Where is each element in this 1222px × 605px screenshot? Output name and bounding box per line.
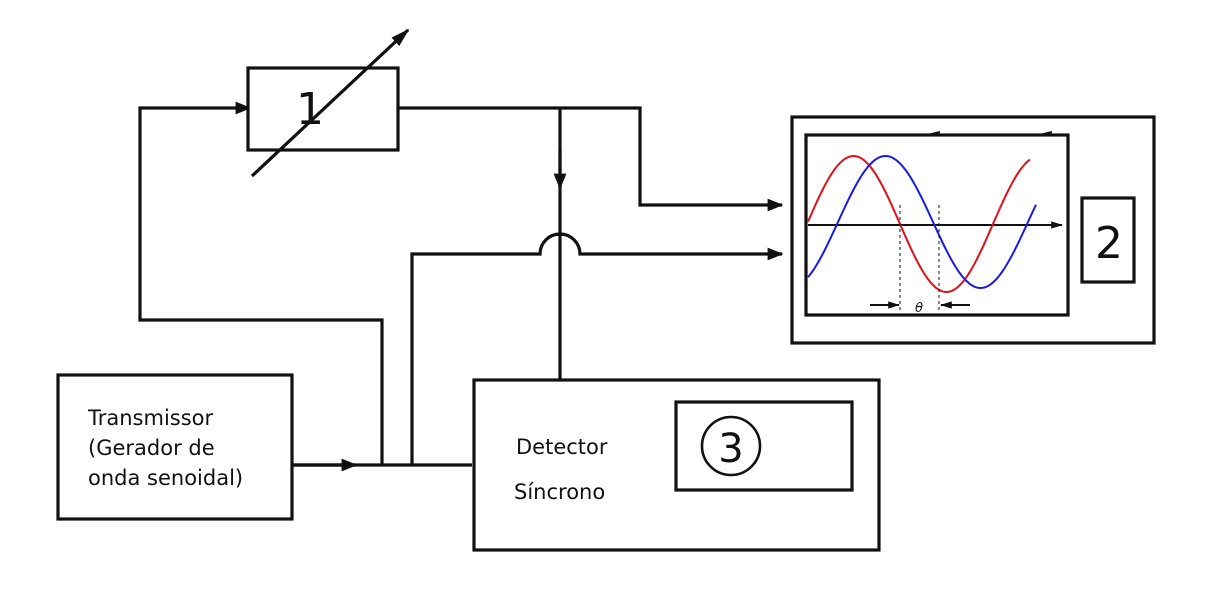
block-2-oscilloscope: 2 θ bbox=[790, 115, 1156, 345]
scope-wave-blue bbox=[807, 154, 1037, 290]
detector-line-2: Síncrono bbox=[514, 480, 605, 504]
transmitter-box bbox=[56, 373, 294, 521]
wire-feedback-loop bbox=[138, 101, 384, 465]
detector-block: Detector Síncrono 3 bbox=[472, 378, 881, 552]
wire-phase-shifted bbox=[398, 106, 784, 212]
variable-arrow-icon bbox=[250, 28, 410, 178]
transmitter-line-2: (Gerador de bbox=[88, 436, 215, 460]
scope-top-mark bbox=[1039, 131, 1053, 136]
transmitter-line-3: onda senoidal) bbox=[88, 466, 243, 490]
scope-top-mark bbox=[927, 131, 941, 136]
scope-wave-red bbox=[807, 154, 1031, 294]
detector-line-1: Detector bbox=[516, 435, 608, 459]
block-1: 1 bbox=[246, 28, 410, 178]
transmitter-block: Transmissor (Gerador de onda senoidal) bbox=[56, 373, 294, 521]
wire-reference bbox=[410, 232, 784, 465]
block-3-circle bbox=[700, 415, 762, 477]
block-2-box bbox=[1080, 196, 1136, 284]
detector-display-box bbox=[674, 400, 854, 492]
block-2-label: 2 bbox=[1095, 218, 1123, 269]
block-1-label: 1 bbox=[296, 84, 324, 135]
block-3-label: 3 bbox=[718, 426, 743, 472]
wiring bbox=[138, 101, 784, 472]
transmitter-line-1: Transmissor bbox=[87, 406, 214, 430]
phase-label: θ bbox=[915, 301, 923, 316]
